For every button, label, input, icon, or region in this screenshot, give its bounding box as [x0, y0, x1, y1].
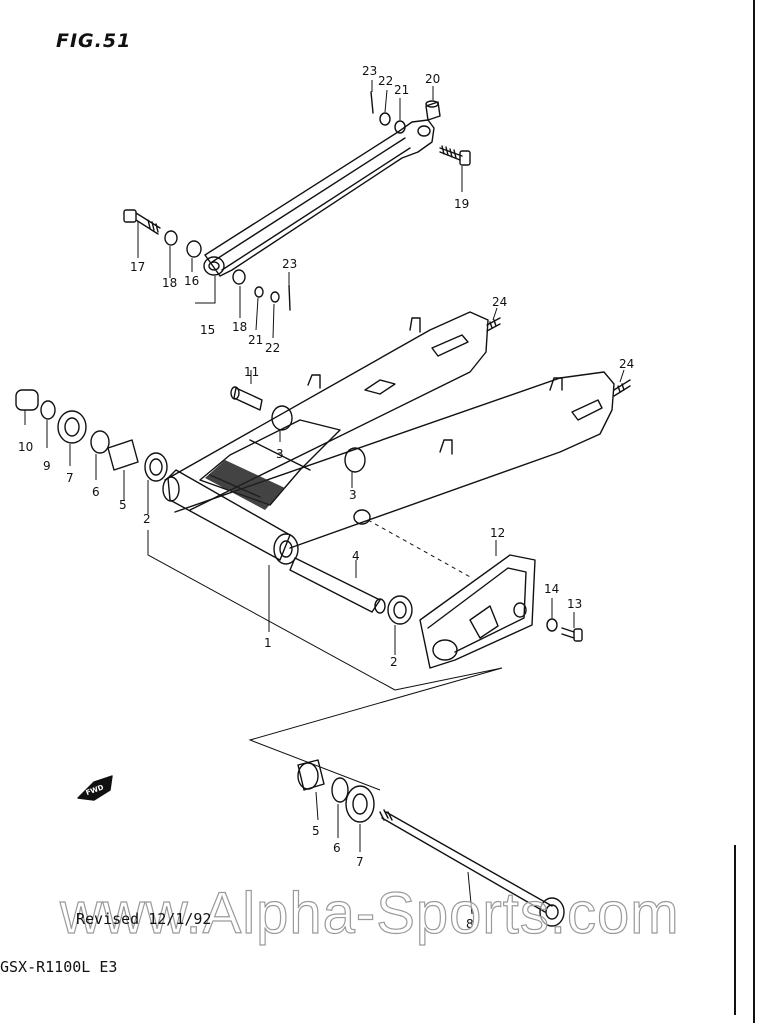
- pivot-parts-left: [15, 389, 168, 482]
- collar-20: [425, 100, 441, 121]
- nut-22-bottom: [270, 291, 280, 303]
- cushion-rod: [203, 119, 435, 277]
- callout-4: 4: [352, 549, 360, 563]
- callout-8: 8: [466, 917, 474, 931]
- callout-9: 9: [43, 459, 51, 473]
- callout-10: 10: [18, 440, 33, 454]
- callout-7-lower: 7: [356, 855, 364, 869]
- bolt-19: [439, 145, 471, 166]
- callout-23-top: 23: [362, 64, 377, 78]
- callout-3-left: 3: [276, 447, 284, 461]
- callout-20: 20: [425, 72, 440, 86]
- callout-17: 17: [130, 260, 145, 274]
- callout-22-top: 22: [378, 74, 393, 88]
- bushing-16: [186, 240, 202, 258]
- bolt-13: [561, 627, 583, 642]
- bearing-2-right: [387, 595, 413, 625]
- figure-title: FIG.51: [56, 30, 132, 52]
- chain-buffer-12: [419, 554, 536, 669]
- callout-5-lower: 5: [312, 824, 320, 838]
- swingarm-body: [162, 311, 615, 565]
- callout-16: 16: [184, 274, 199, 288]
- frame-border-right: [753, 0, 755, 1023]
- callout-6-lower: 6: [333, 841, 341, 855]
- leader-lines: [24, 80, 625, 915]
- collar-18-left: [164, 230, 178, 246]
- callout-19: 19: [454, 197, 469, 211]
- pin-23-bottom: [288, 284, 291, 311]
- callout-labels: 23 22 21 20 19 17 18 16 15 18 21 22 23 2…: [18, 64, 634, 931]
- shaft-11: [230, 386, 263, 411]
- model-code: GSX-R1100L E3: [0, 958, 118, 976]
- callout-3-right: 3: [349, 488, 357, 502]
- fwd-arrow-icon: [77, 775, 113, 801]
- collar-18-right: [232, 269, 246, 285]
- callout-23-bottom: 23: [282, 257, 297, 271]
- revision-note: Revised 12/1/92: [76, 910, 212, 928]
- callout-6-upper: 6: [92, 485, 100, 499]
- callout-21-top: 21: [394, 83, 409, 97]
- callout-5-upper: 5: [119, 498, 127, 512]
- washer-21-top: [394, 120, 406, 134]
- callout-14: 14: [544, 582, 559, 596]
- callout-22-bottom: 22: [265, 341, 280, 355]
- frame-border-right-lower: [734, 845, 736, 1015]
- callout-13: 13: [567, 597, 582, 611]
- callout-24-lower: 24: [619, 357, 634, 371]
- callout-12: 12: [490, 526, 505, 540]
- callout-15: 15: [200, 323, 215, 337]
- washer-21-bottom: [254, 286, 264, 298]
- callout-18-left: 18: [162, 276, 177, 290]
- adjuster-bolt-24-lower: [613, 379, 631, 397]
- callout-1: 1: [264, 636, 272, 650]
- watermark: www.Alpha-Sports.com: [59, 880, 680, 946]
- callout-11: 11: [244, 365, 259, 379]
- pivot-shaft-8: [379, 809, 565, 927]
- callout-18-right: 18: [232, 320, 247, 334]
- nut-22-top: [379, 112, 391, 126]
- callout-2-left: 2: [143, 512, 151, 526]
- adjuster-bolt-24-upper: [486, 317, 501, 332]
- callout-21-bottom: 21: [248, 333, 263, 347]
- pivot-shaft-4: [289, 557, 386, 614]
- callout-7-upper: 7: [66, 471, 74, 485]
- bolt-17: [123, 209, 161, 235]
- pin-23-top: [370, 91, 374, 114]
- callout-2-right: 2: [390, 655, 398, 669]
- washer-14: [546, 618, 558, 632]
- callout-24-upper: 24: [492, 295, 507, 309]
- axle-parts-lower: [297, 759, 375, 823]
